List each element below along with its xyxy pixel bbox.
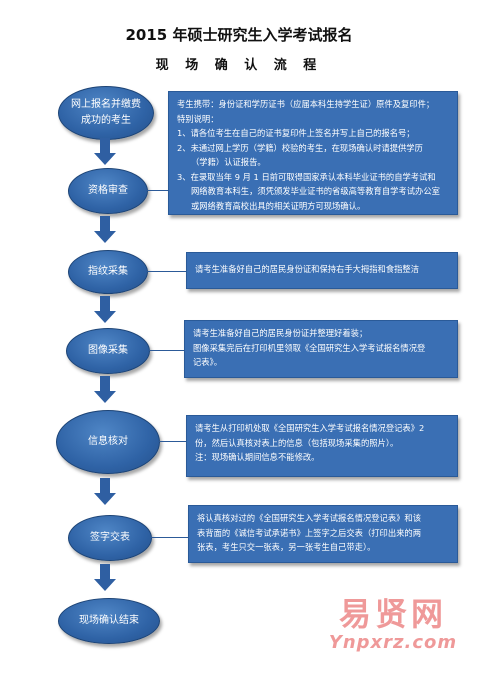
watermark-logo-text: 易贤网 <box>338 595 447 633</box>
note-line: 网络教育本科生，须凭颁发毕业证书的省级高等教育自学考试办公室 <box>191 186 440 197</box>
connector-line <box>146 271 186 272</box>
note-image-capture: 请考生准备好自己的居民身份证并整理好着装； 图像采集完后在打印机里领取《全国研究… <box>184 320 458 378</box>
note-line: 注：现场确认期间信息不能修改。 <box>195 452 320 463</box>
note-fingerprint: 请考生准备好自己的居民身份证和保持右手大拇指和食指整洁 <box>186 252 458 289</box>
note-line: 3、在录取当年 9 月 1 日前可取得国家承认本科毕业证书的自学考试和 <box>177 171 436 182</box>
note-line: 将认真核对过的《全国研究生入学考试报名情况登记表》和该 <box>197 513 422 523</box>
step-online-registration: 网上报名并缴费 成功的考生 <box>58 86 154 140</box>
note-line: 记表》。 <box>193 357 223 368</box>
down-arrow-icon <box>94 296 116 323</box>
watermark: 易贤网 Ynpxrz.com <box>318 596 468 654</box>
note-line: 考生携带：身份证和学历证书（应届本科生持学生证）原件及复印件； <box>177 99 435 109</box>
step-qualification-check: 资格审查 <box>68 168 148 214</box>
note-line: （学籍）认证报告。 <box>191 157 266 168</box>
step-online-registration-line1: 网上报名并缴费 <box>71 99 141 110</box>
note-line: 或网络教育高校出具的相关证明方可现场确认。 <box>191 200 366 211</box>
step-image-capture: 图像采集 <box>66 328 150 374</box>
down-arrow-icon <box>94 216 116 243</box>
down-arrow-icon <box>94 138 116 165</box>
step-sign-submit: 签字交表 <box>68 515 152 561</box>
note-sign-submit: 将认真核对过的《全国研究生入学考试报名情况登记表》和该 表背面的《诚信考试承诺书… <box>188 505 458 563</box>
step-image-capture-label: 图像采集 <box>88 345 128 356</box>
step-fingerprint: 指纹采集 <box>68 250 148 294</box>
connector-line <box>150 537 188 538</box>
down-arrow-icon <box>94 478 116 505</box>
note-line: 2、未通过网上学历（学籍）校验的考生，在现场确认时请提供学历 <box>177 142 423 153</box>
note-line: 份，然后认真核对表上的信息（包括现场采集的照片）。 <box>195 437 399 448</box>
note-line: 表背面的《诚信考试承诺书》上签字之后交表（打印出来的两 <box>197 527 422 538</box>
step-finish: 现场确认结束 <box>58 598 160 644</box>
step-finish-label: 现场确认结束 <box>79 615 139 626</box>
page-title: 2015 年硕士研究生入学考试报名 <box>125 26 353 44</box>
note-line: 请考生准备好自己的居民身份证并整理好着装； <box>193 328 368 338</box>
step-online-registration-line2: 成功的考生 <box>81 115 131 126</box>
note-qualification-check: 考生携带：身份证和学历证书（应届本科生持学生证）原件及复印件； 特别说明： 1、… <box>168 91 458 215</box>
step-info-verify-label: 信息核对 <box>88 436 128 447</box>
step-fingerprint-label: 指纹采集 <box>88 266 128 277</box>
note-line: 特别说明： <box>177 113 219 124</box>
step-info-verify: 信息核对 <box>56 410 160 474</box>
down-arrow-icon <box>94 376 116 403</box>
step-qualification-check-label: 资格审查 <box>88 185 128 196</box>
note-line: 1、请各位考生在自己的证书复印件上签名并写上自己的报名号； <box>177 128 415 139</box>
page-subtitle: 现 场 确 认 流 程 <box>155 58 323 73</box>
step-sign-submit-label: 签字交表 <box>90 532 130 543</box>
note-line: 图像采集完后在打印机里领取《全国研究生入学考试报名情况登 <box>193 342 426 353</box>
note-info-verify: 请考生从打印机处取《全国研究生入学考试报名情况登记表》2 份，然后认真核对表上的… <box>186 415 458 477</box>
down-arrow-icon <box>94 564 116 591</box>
connector-line <box>148 350 184 351</box>
connector-line <box>158 441 186 442</box>
note-line: 请考生准备好自己的居民身份证和保持右手大拇指和食指整洁 <box>195 264 420 274</box>
note-line: 张表，考生只交一张表，另一张考生自己带走）。 <box>197 542 376 553</box>
connector-line <box>146 190 168 191</box>
watermark-site-text: Ynpxrz.com <box>328 632 458 653</box>
note-line: 请考生从打印机处取《全国研究生入学考试报名情况登记表》2 <box>195 423 425 433</box>
